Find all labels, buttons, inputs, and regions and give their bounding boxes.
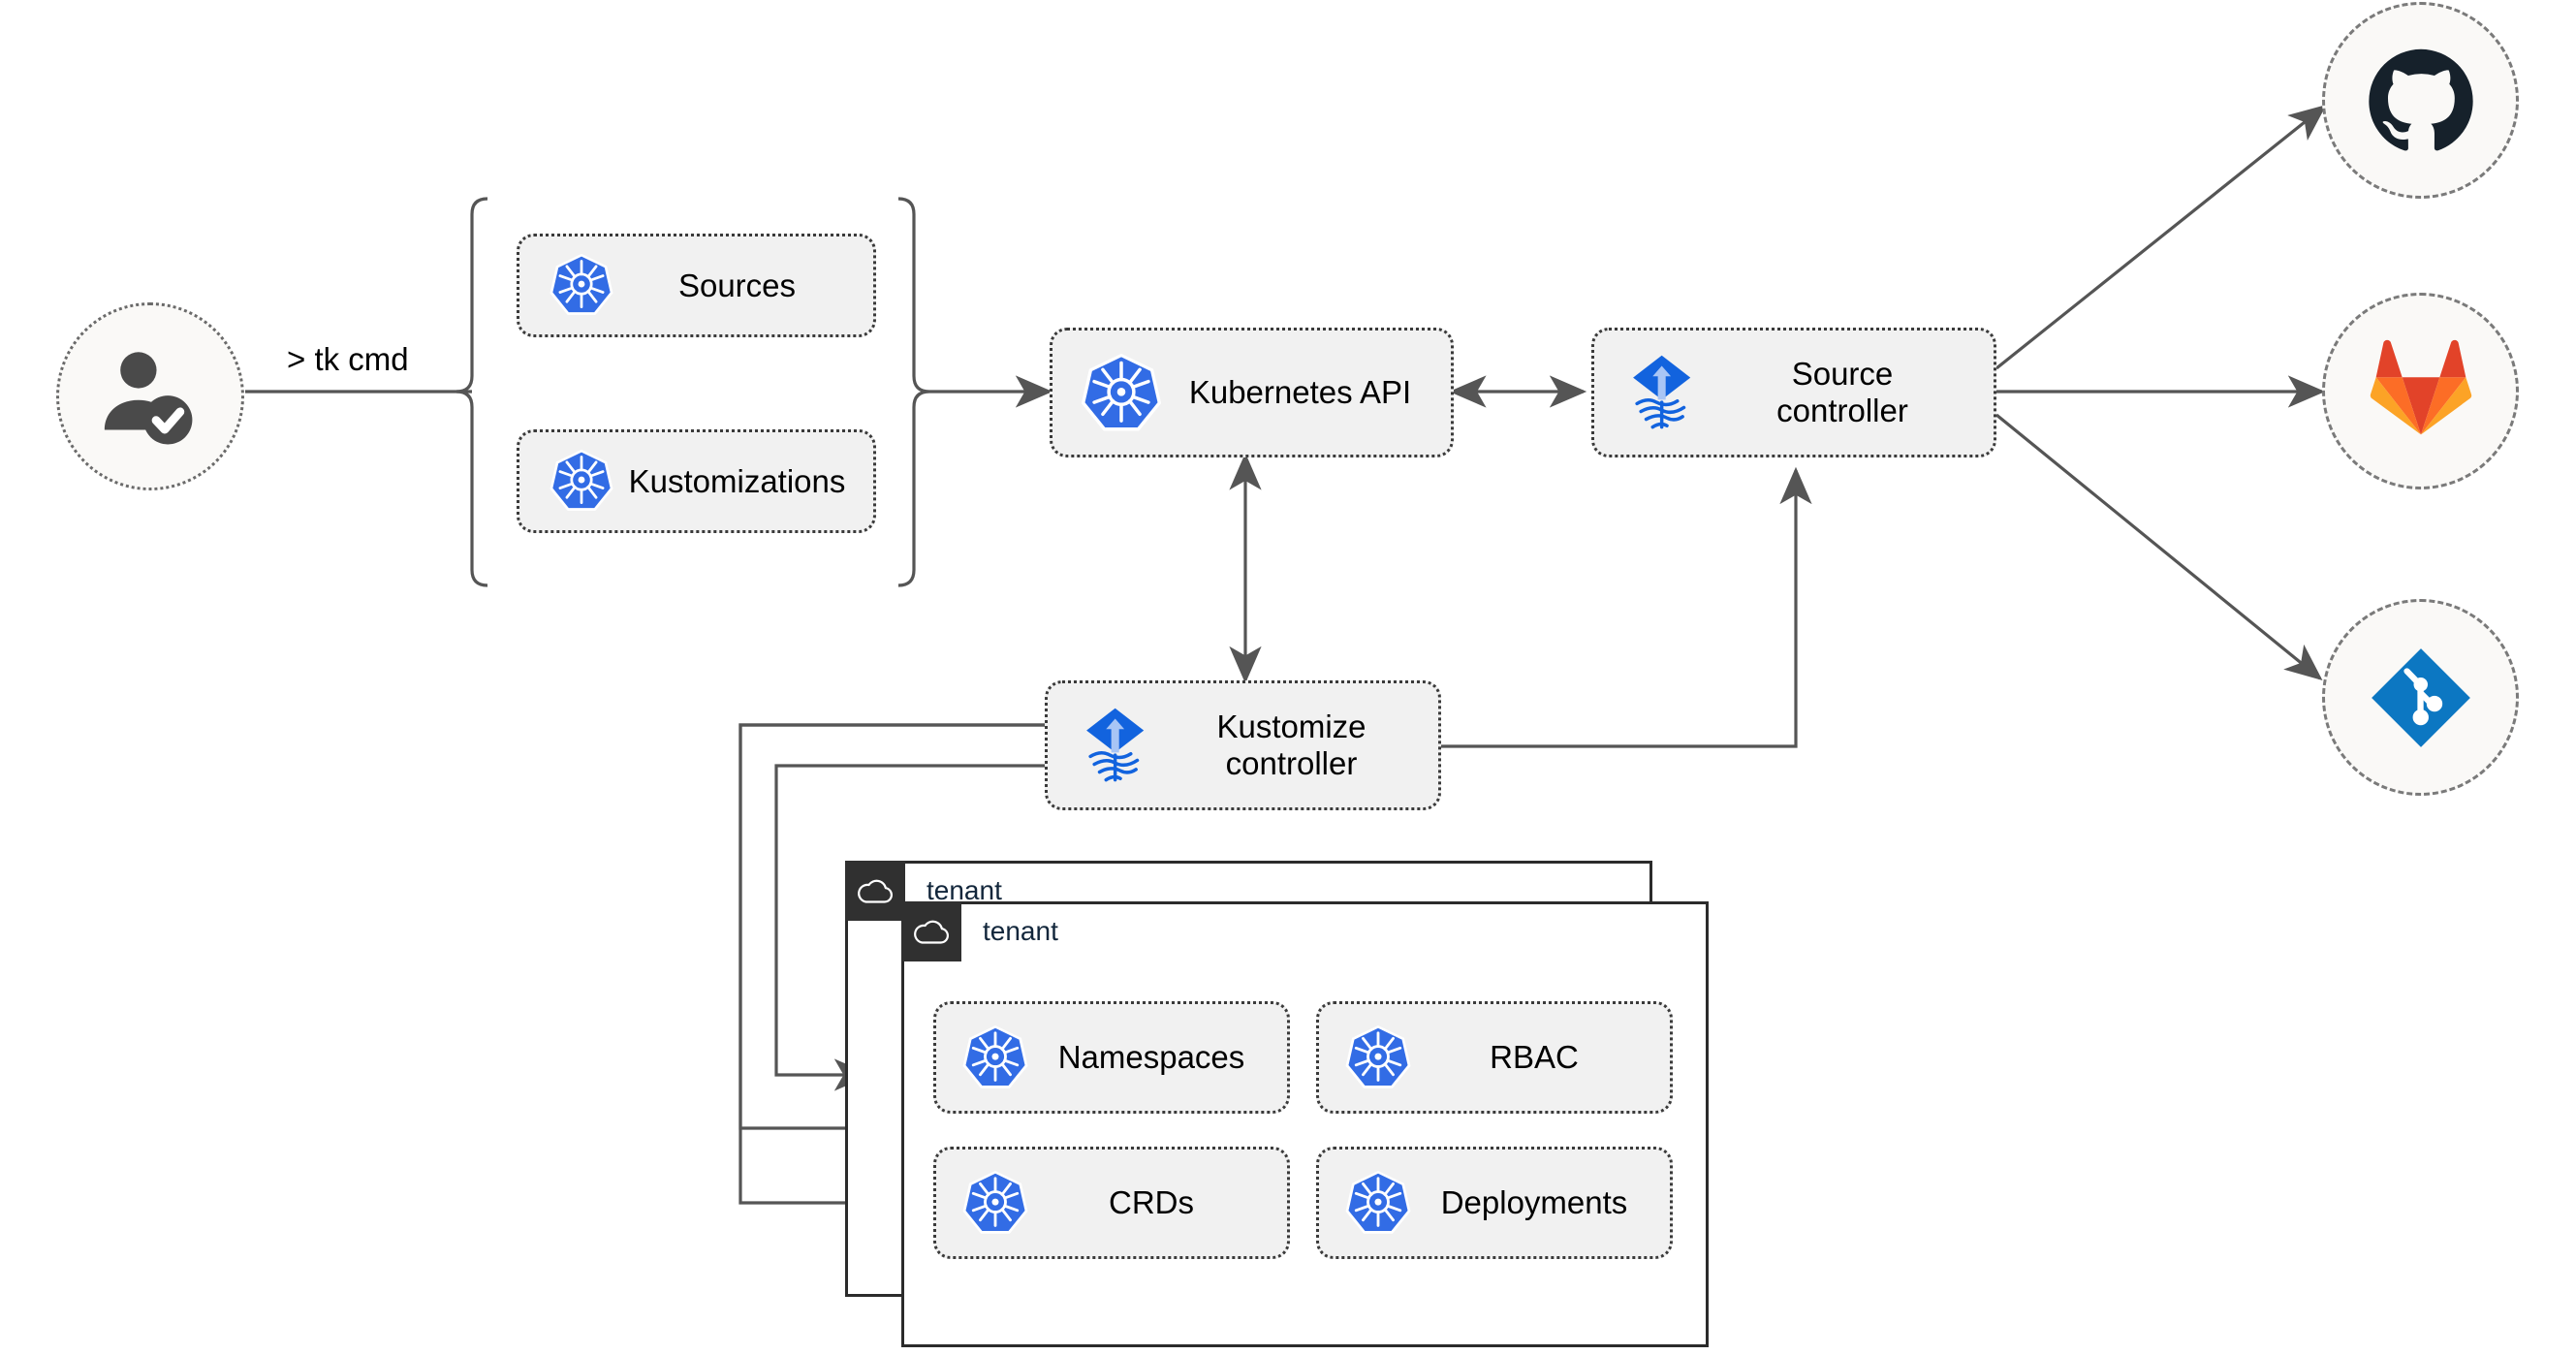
crd-box-label: Kustomizations xyxy=(628,462,846,499)
edge-kustomize-to-source-controller xyxy=(1441,466,1812,748)
resource-label: RBAC xyxy=(1490,1039,1579,1076)
kubernetes-icon xyxy=(549,250,614,321)
cloud-icon xyxy=(901,901,961,961)
flux-icon xyxy=(1621,349,1705,437)
node-label: Kubernetes API xyxy=(1188,374,1412,411)
crd-box-kustomizations[interactable]: Kustomizations xyxy=(517,429,876,533)
gitlab-icon xyxy=(2370,339,2471,434)
repo-gitlab[interactable] xyxy=(2322,293,2519,489)
kubernetes-icon xyxy=(961,1022,1029,1094)
node-kustomize-controller[interactable]: Kustomize controller xyxy=(1045,680,1441,810)
edge-source-to-github xyxy=(1995,105,2327,370)
repo-github[interactable] xyxy=(2322,2,2519,199)
actor-user[interactable] xyxy=(56,302,244,490)
kubernetes-icon xyxy=(1344,1022,1412,1094)
resource-label: CRDs xyxy=(1109,1184,1194,1221)
brace-right xyxy=(897,197,930,587)
edge-source-to-git xyxy=(1995,413,2323,681)
repo-git[interactable] xyxy=(2322,599,2519,796)
resource-box-crds[interactable]: CRDs xyxy=(933,1147,1290,1259)
kubernetes-icon xyxy=(1344,1167,1412,1240)
cluster-header: tenant xyxy=(901,901,1058,961)
kubernetes-icon xyxy=(549,446,614,517)
flux-icon xyxy=(1075,702,1158,790)
cluster-name: tenant xyxy=(983,916,1058,946)
git-icon xyxy=(2371,647,2470,747)
cluster-tenant-front[interactable]: tenant Namespaces xyxy=(901,901,1709,1347)
resource-label: Deployments xyxy=(1440,1184,1628,1221)
crd-box-label: Sources xyxy=(677,267,797,303)
resource-label: Namespaces xyxy=(1057,1039,1245,1076)
crd-box-sources[interactable]: Sources xyxy=(517,234,876,337)
user-check-icon xyxy=(104,352,193,445)
node-label: Source controller xyxy=(1776,356,1908,428)
kubernetes-icon xyxy=(1080,349,1163,437)
cluster-name: tenant xyxy=(927,875,1002,905)
kubernetes-icon xyxy=(961,1167,1029,1240)
node-label: Kustomize controller xyxy=(1216,709,1367,781)
resource-box-deployments[interactable]: Deployments xyxy=(1316,1147,1673,1259)
node-kubernetes-api[interactable]: Kubernetes API xyxy=(1050,328,1454,457)
edge-label-cli-command: > tk cmd xyxy=(287,341,409,377)
github-icon xyxy=(2368,48,2473,150)
edge-kustomize-to-tenant-front xyxy=(738,723,1050,1145)
cluster-header: tenant xyxy=(845,861,1002,921)
brace-left xyxy=(456,197,488,587)
edge-kustomize-to-tenant-back xyxy=(774,764,1050,1091)
resource-box-namespaces[interactable]: Namespaces xyxy=(933,1001,1290,1114)
resource-box-rbac[interactable]: RBAC xyxy=(1316,1001,1673,1114)
cloud-icon xyxy=(845,861,905,921)
node-source-controller[interactable]: Source controller xyxy=(1591,328,1996,457)
